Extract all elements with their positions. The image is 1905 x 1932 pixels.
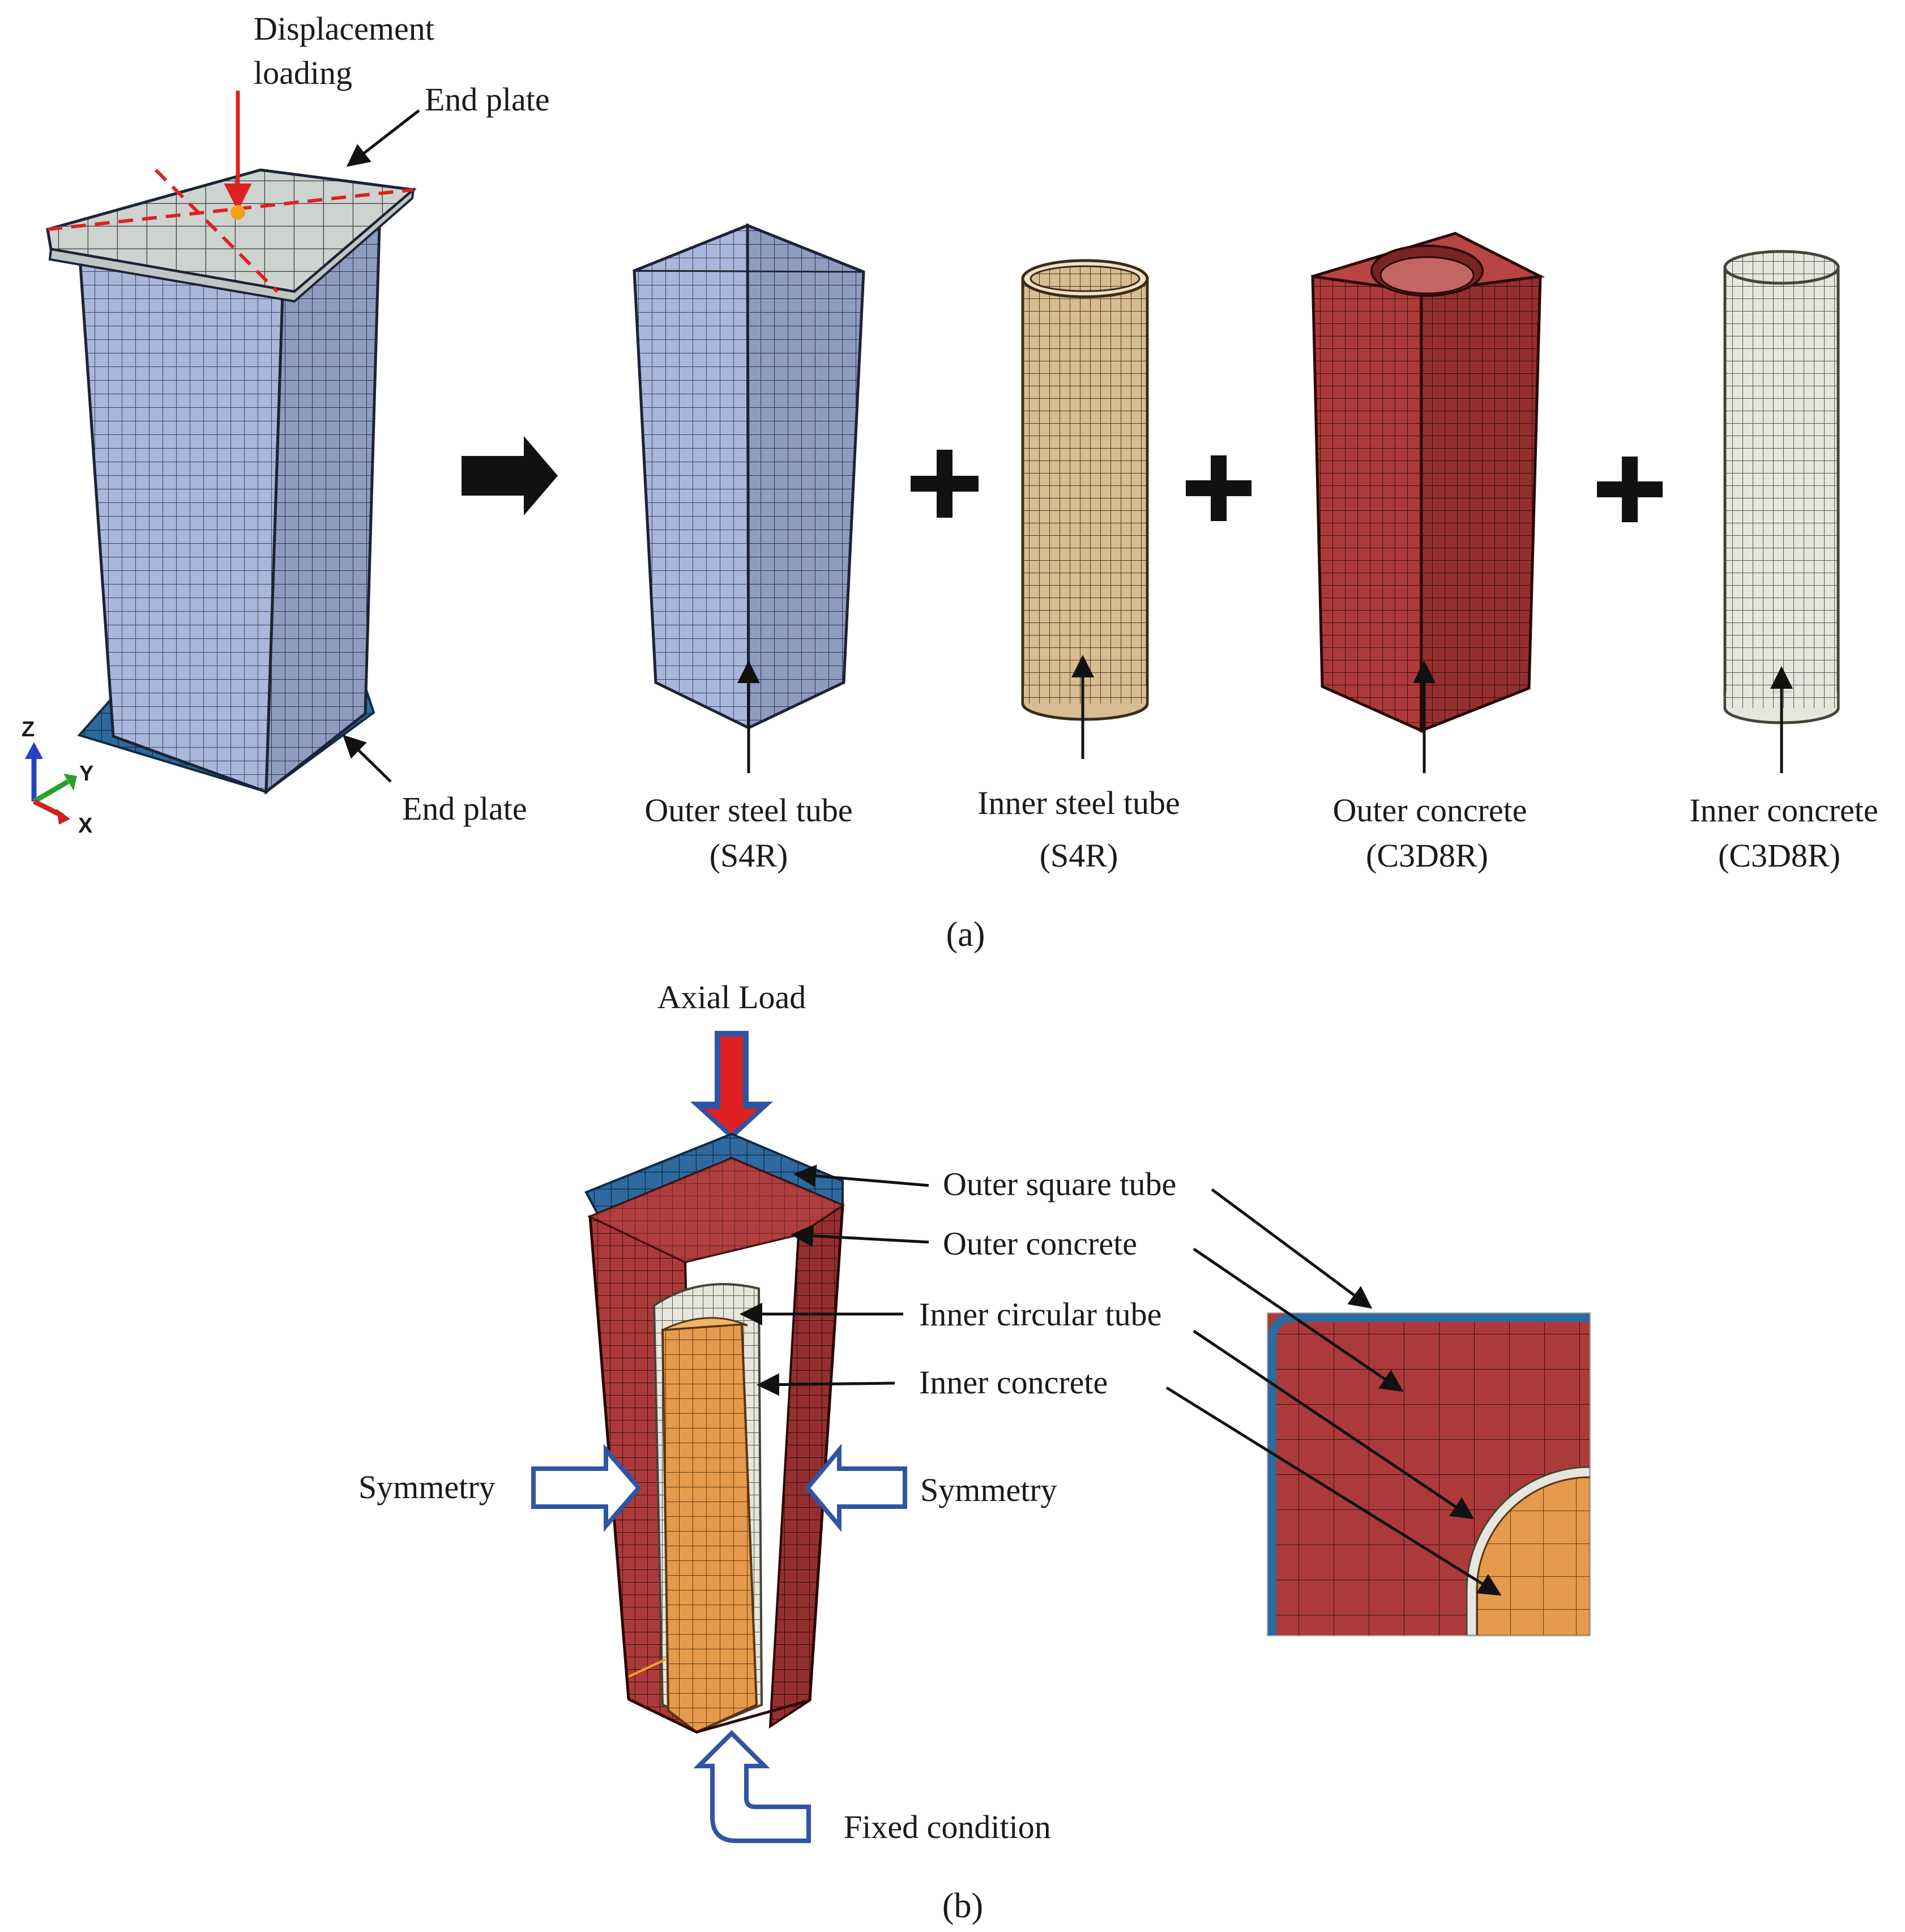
decomposition-arrow xyxy=(462,436,558,515)
inner-steel-tube-part: Inner steel tube (S4R) xyxy=(977,259,1180,874)
outer-concrete-label-b: Outer concrete xyxy=(943,1225,1137,1262)
column-bottom-edge xyxy=(627,1698,810,1734)
outer-steel-tube-element: (S4R) xyxy=(710,837,788,874)
plus-sign-3 xyxy=(1597,457,1663,522)
inner-concrete-element: (C3D8R) xyxy=(1718,837,1840,874)
outer-square-tube-label: Outer square tube xyxy=(943,1166,1176,1202)
outer-concrete-top-mesh xyxy=(590,1158,843,1262)
plate-center-line-1 xyxy=(47,188,414,231)
inner-steel-tube-element: (S4R) xyxy=(1040,837,1118,874)
axis-triad: Z Y X xyxy=(22,718,93,838)
end-plate-top-leader xyxy=(346,109,420,167)
symmetry-right-label: Symmetry xyxy=(920,1472,1057,1508)
end-plate-bottom-leader xyxy=(343,735,392,783)
end-plate-top-label: End plate xyxy=(425,81,550,118)
cross-section-zoom xyxy=(1267,1312,1591,1636)
plate-center-line-2 xyxy=(154,168,279,293)
outer-steel-tube-name: Outer steel tube xyxy=(644,792,852,829)
axis-y-label: Y xyxy=(79,762,93,786)
outer-concrete-part: Outer concrete (C3D8R) xyxy=(1311,232,1545,874)
panel-b: Axial Load Outer square tube Outer xyxy=(358,979,1591,1925)
outer-steel-tube-part: Outer steel tube (S4R) xyxy=(633,223,865,874)
displacement-label-line1: Displacement xyxy=(254,10,434,47)
fixed-condition-arrow xyxy=(693,1730,811,1843)
inner-concrete-leader-b xyxy=(757,1373,895,1396)
plus-sign-1 xyxy=(911,450,979,518)
inner-concrete-part: Inner concrete (C3D8R) xyxy=(1689,250,1878,874)
zoom-leader-inner-concrete xyxy=(1165,1386,1502,1596)
column-right-face xyxy=(264,224,381,795)
zoom-leader-outer-concrete xyxy=(1193,1247,1404,1392)
symmetry-left-label: Symmetry xyxy=(358,1469,496,1505)
zoom-leader-outer-square-tube xyxy=(1211,1188,1373,1309)
symmetry-arrow-right xyxy=(804,1443,907,1533)
top-end-plate-edge xyxy=(48,187,415,303)
fixed-condition-label: Fixed condition xyxy=(844,1809,1051,1845)
panel-a: Displacement loading End plate End plate… xyxy=(22,10,1878,954)
outer-square-tube-leader xyxy=(793,1165,929,1187)
outer-concrete-leader-b xyxy=(791,1224,929,1247)
axial-load-arrow xyxy=(690,1031,773,1140)
symmetry-arrow-left xyxy=(531,1444,642,1532)
inner-concrete-name: Inner concrete xyxy=(1689,792,1878,829)
full-column-model: Displacement loading End plate End plate… xyxy=(22,10,550,838)
axial-load-label: Axial Load xyxy=(657,979,806,1016)
axis-z-label: Z xyxy=(22,718,35,741)
zoom-leader-inner-circular-tube xyxy=(1193,1329,1475,1520)
panel-a-caption: (a) xyxy=(946,915,985,954)
panel-b-caption: (b) xyxy=(942,1887,983,1925)
inner-concrete-label-b: Inner concrete xyxy=(919,1364,1108,1401)
plus-sign-2 xyxy=(1186,455,1252,521)
loading-point xyxy=(230,205,245,220)
axis-x-label: X xyxy=(78,814,93,838)
inner-circular-tube-label: Inner circular tube xyxy=(919,1296,1161,1333)
column-bottom-highlight xyxy=(628,1658,666,1678)
inner-concrete-core xyxy=(661,1323,758,1734)
quarter-column-model xyxy=(584,1132,845,1734)
column-edge-right xyxy=(808,1205,844,1701)
displacement-label-line2: loading xyxy=(254,54,352,91)
outer-concrete-name: Outer concrete xyxy=(1333,792,1527,829)
outer-concrete-element: (C3D8R) xyxy=(1366,837,1488,874)
inner-steel-tube-name: Inner steel tube xyxy=(977,784,1180,821)
end-plate-bottom-label: End plate xyxy=(402,790,527,827)
